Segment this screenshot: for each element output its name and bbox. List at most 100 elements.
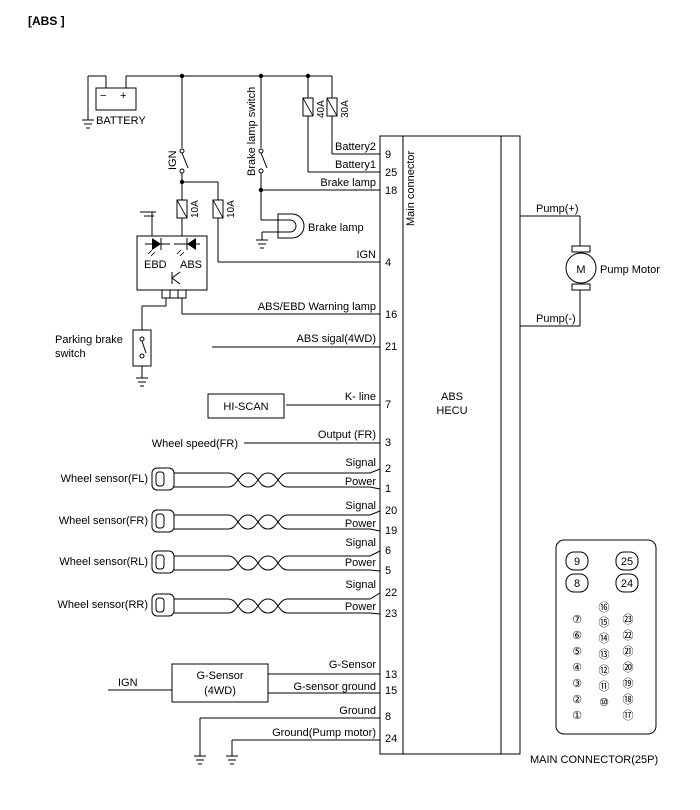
pin-label-brake-lamp: Brake lamp (320, 177, 376, 189)
pin-label-ground: Ground (339, 705, 376, 717)
abs-label: ABS (180, 259, 202, 271)
pin-number-1: 1 (385, 483, 391, 495)
brake-lamp-switch: Brake lamp switch (246, 76, 268, 190)
battery-plus-symbol: + (120, 90, 126, 102)
pin-number-15: 15 (385, 685, 397, 697)
pin-number-25: 25 (385, 167, 397, 179)
connector-pin-24: 24 (621, 578, 633, 590)
brake-lamp: Brake lamp (256, 213, 364, 249)
motor-symbol: M (576, 264, 585, 276)
ebd-label: EBD (144, 259, 167, 271)
pump-plus-label: Pump(+) (536, 203, 579, 215)
pin-label-ign: IGN (356, 249, 376, 261)
fuse-10a-ign: 10A (212, 199, 237, 219)
pin-number-19: 19 (385, 525, 397, 537)
fuse-40a-label: 40A (316, 100, 327, 118)
connector-pin-13: ⑬ (599, 648, 610, 661)
g-sensor-label-line1: G-Sensor (196, 670, 243, 682)
wheel-sensor-rl-label: Wheel sensor(RL) (59, 556, 148, 568)
pin-label-warning-lamp: ABS/EBD Warning lamp (258, 301, 376, 313)
connector-pin-10: ⑩ (599, 697, 609, 709)
wheel-sensor-rl: Wheel sensor(RL) (59, 550, 381, 574)
battery-label: BATTERY (96, 115, 146, 127)
connector-pin-16: ⑯ (599, 601, 610, 614)
ignition-switch: IGN (167, 76, 189, 182)
pin-label-ground-pump: Ground(Pump motor) (272, 727, 376, 739)
ign-left-label: IGN (118, 677, 138, 689)
pin-label-abs-signal: ABS sigal(4WD) (297, 333, 376, 345)
wheel-sensor-rr: Wheel sensor(RR) (58, 592, 381, 617)
connector-pin-15: ⑮ (599, 616, 610, 629)
pin-label-g-sensor: G-Sensor (329, 659, 376, 671)
abs-led-icon (187, 238, 196, 250)
ebd-led-icon (152, 238, 161, 250)
connector-pin-5: ⑤ (572, 646, 582, 658)
connector-pin-25: 25 (621, 556, 633, 568)
pin-number-8: 8 (385, 711, 391, 723)
pin-label-power-fr: Power (345, 518, 377, 530)
brake-lamp-switch-label: Brake lamp switch (246, 87, 258, 176)
connector-pin-1: ① (572, 710, 582, 722)
connector-pin-18: ⑱ (623, 693, 634, 706)
pin-number-5: 5 (385, 565, 391, 577)
connector-pin-9: 9 (574, 556, 580, 568)
g-sensor-box: G-Sensor (4WD) (171, 663, 269, 703)
pump-motor: M Pump Motor (565, 245, 660, 291)
pump-motor-label: Pump Motor (600, 264, 660, 276)
pin-label-signal-rl: Signal (345, 537, 376, 549)
wheel-speed-label: Wheel speed(FR) (152, 438, 238, 450)
hi-scan-box: HI-SCAN (207, 393, 285, 419)
fuse-10a-1-label: 10A (190, 200, 201, 218)
parking-brake-switch: Parking brake switch (55, 329, 152, 387)
warning-lamp-cluster: EBD ABS (136, 211, 208, 291)
battery-minus-symbol: − (100, 90, 106, 102)
fuse-10a-2-label: 10A (226, 200, 237, 218)
wheel-sensor-fr: Wheel sensor(FR) (59, 509, 381, 533)
connector-pin-3: ③ (572, 678, 582, 690)
hi-scan-label: HI-SCAN (223, 401, 268, 413)
pin-label-output-fr: Output (FR) (318, 429, 376, 441)
connector-pin-6: ⑥ (572, 630, 582, 642)
hecu-label-line2: HECU (436, 405, 467, 417)
wheel-sensor-fl-label: Wheel sensor(FL) (61, 473, 148, 485)
pin-number-2: 2 (385, 463, 391, 475)
pin-label-power-rl: Power (345, 557, 377, 569)
connector-pin-17: ⑰ (623, 709, 634, 722)
connector-pin-11: ⑪ (599, 680, 610, 693)
main-connector-caption: MAIN CONNECTOR(25P) (530, 754, 658, 766)
pin-number-7: 7 (385, 399, 391, 411)
pump-minus-label: Pump(-) (536, 313, 576, 325)
pin-number-18: 18 (385, 185, 397, 197)
connector-pin-14: ⑭ (599, 632, 610, 645)
connector-pin-7: ⑦ (572, 614, 582, 626)
fuse-40a: 40A (302, 97, 327, 118)
connector-pin-23: ㉓ (623, 613, 634, 626)
pin-number-23: 23 (385, 608, 397, 620)
fuse-10a-warning: 10A (176, 199, 201, 219)
abs-hecu: Main connector ABS HECU (379, 135, 521, 755)
pin-number-22: 22 (385, 587, 397, 599)
pin-label-g-sensor-ground: G-sensor ground (293, 681, 376, 693)
connector-pin-4: ④ (572, 662, 582, 674)
hecu-label-line1: ABS (441, 391, 463, 403)
pin-label-battery1: Battery1 (335, 159, 376, 171)
pin-number-24: 24 (385, 733, 397, 745)
parking-brake-label-line1: Parking brake (55, 334, 123, 346)
battery: − + BATTERY (82, 75, 146, 129)
connector-pin-19: ⑲ (623, 677, 634, 690)
motor-icon (565, 252, 597, 284)
pin-label-battery2: Battery2 (335, 141, 376, 153)
main-connector-vertical-label: Main connector (405, 150, 417, 226)
ground-lines (194, 717, 380, 765)
fuse-30a: 30A (326, 97, 351, 118)
pin-label-power-fl: Power (345, 476, 377, 488)
g-sensor-label-line2: (4WD) (204, 685, 236, 697)
pin-number-4: 4 (385, 257, 391, 269)
diagram-title: [ABS ] (28, 14, 65, 28)
pin-label-k-line: K- line (345, 391, 376, 403)
pin-label-signal-fr: Signal (345, 500, 376, 512)
pin-number-16: 16 (385, 309, 397, 321)
wheel-sensor-fl: Wheel sensor(FL) (61, 467, 381, 491)
pin-number-3: 3 (385, 437, 391, 449)
